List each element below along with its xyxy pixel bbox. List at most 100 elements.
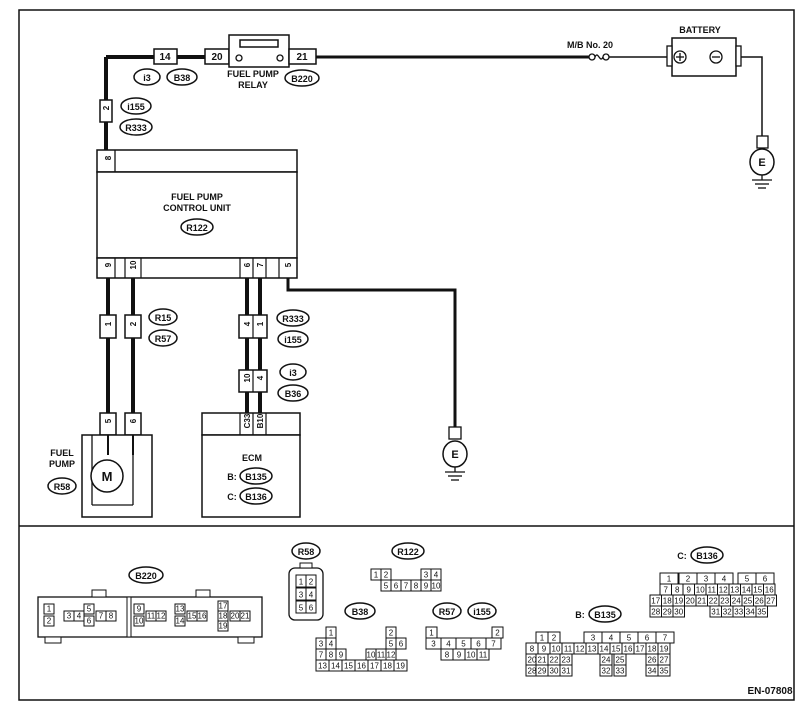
pin-number: 7 xyxy=(663,634,668,643)
fpcu-label-line1: FUEL PUMP xyxy=(171,192,223,202)
connector-id-label: B38 xyxy=(174,73,191,83)
pin-label: 10 xyxy=(243,373,252,382)
connector-id-label: B136 xyxy=(696,551,718,561)
pin-number: 8 xyxy=(109,612,114,621)
pin-number: 30 xyxy=(550,667,559,676)
pin-cell xyxy=(755,605,768,618)
pin-cell xyxy=(43,615,55,627)
pin-number: 32 xyxy=(723,608,732,617)
connector-id-label: R122 xyxy=(397,547,419,557)
ground-label: E xyxy=(451,449,458,461)
pin-number: 26 xyxy=(648,656,657,665)
connector-id-badge xyxy=(239,487,273,505)
pin-number: 2 xyxy=(309,578,314,587)
pin-number: 14 xyxy=(742,586,751,595)
pin-cell xyxy=(305,600,317,614)
pin-number: 5 xyxy=(461,640,466,649)
fuel-pump-relay: 20 21 xyxy=(204,34,317,68)
pin-cell xyxy=(672,605,685,618)
pin-number: 10 xyxy=(367,651,376,660)
fuse-icon xyxy=(588,53,610,61)
connector-id-label: B135 xyxy=(245,472,267,482)
pin-cell xyxy=(559,664,573,677)
connector-id-badge xyxy=(284,69,320,87)
pin-number: 23 xyxy=(720,597,729,606)
pin-number: 13 xyxy=(176,605,185,614)
pin-number: 10 xyxy=(467,651,476,660)
pin-number: 24 xyxy=(732,597,741,606)
pin-label: 9 xyxy=(104,262,113,267)
pin-number: 12 xyxy=(719,586,728,595)
pin-number: 25 xyxy=(743,597,752,606)
pin-number: 2 xyxy=(686,575,691,584)
connector-id-badge xyxy=(391,542,425,560)
fuel-pump-label-line1: FUEL xyxy=(50,448,74,458)
pin-number: 11 xyxy=(708,586,717,595)
pin-number: 17 xyxy=(651,597,660,606)
pin-number: 10 xyxy=(135,617,144,626)
pin-cell xyxy=(133,603,145,615)
pin-number: 15 xyxy=(188,612,197,621)
pin-number: 8 xyxy=(675,586,680,595)
pin-number: 12 xyxy=(576,645,585,654)
pin-number: 10 xyxy=(432,582,441,591)
pin-number: 5 xyxy=(745,575,750,584)
pin-number: 1 xyxy=(299,578,304,587)
pin-number: 14 xyxy=(176,617,185,626)
pin-label: 6 xyxy=(243,262,252,267)
pin-number: 11 xyxy=(147,612,156,621)
pin-number: 21 xyxy=(241,612,250,621)
pin-number: 1 xyxy=(540,634,545,643)
pin-number: 7 xyxy=(664,586,669,595)
ground-icon xyxy=(442,426,468,481)
connector-id-badge xyxy=(344,602,376,620)
pin-number: 6 xyxy=(645,634,650,643)
pin-number: 11 xyxy=(479,651,488,660)
pin-number: 15 xyxy=(612,645,621,654)
pin-number: 16 xyxy=(198,612,207,621)
pin-number: 17 xyxy=(370,662,379,671)
pin-number: 12 xyxy=(387,651,396,660)
pin-cell xyxy=(305,574,317,588)
connector-id-label: R57 xyxy=(155,334,172,344)
connector-id-label: B38 xyxy=(352,607,369,617)
pin-number: 3 xyxy=(591,634,596,643)
pin-number: 35 xyxy=(757,608,766,617)
pin-cell xyxy=(657,642,671,655)
pin-number: 26 xyxy=(755,597,764,606)
pin-number: 3 xyxy=(299,591,304,600)
connector-id-label: B136 xyxy=(245,492,267,502)
pin-number: 1 xyxy=(429,629,434,638)
pin-number: 4 xyxy=(77,612,82,621)
pin-number: 29 xyxy=(663,608,672,617)
prefix-label: C: xyxy=(227,492,237,502)
connector-id-badge xyxy=(148,308,178,326)
pin-number: 33 xyxy=(616,667,625,676)
connector-id-badge xyxy=(277,330,309,348)
pin-number: 9 xyxy=(457,651,462,660)
connector-id-label: R58 xyxy=(298,547,315,557)
pin-number: 9 xyxy=(542,645,547,654)
pin-number: 9 xyxy=(687,586,692,595)
pin-number: 6 xyxy=(399,640,404,649)
pin-cell xyxy=(485,637,502,650)
pin-number: 9 xyxy=(424,582,429,591)
relay-label-line1: FUEL PUMP xyxy=(227,69,279,79)
connector-id-badge xyxy=(128,566,164,584)
connector-id-badge xyxy=(239,467,273,485)
ground-icon xyxy=(749,135,775,189)
connector-id-badge xyxy=(276,309,310,327)
pin-cell xyxy=(764,594,777,607)
connector-id-badge xyxy=(180,218,214,236)
pin-number: 31 xyxy=(562,667,571,676)
pin-number: 34 xyxy=(746,608,755,617)
pin-number: 17 xyxy=(636,645,645,654)
pin-number: 10 xyxy=(696,586,705,595)
pin-number: 5 xyxy=(299,604,304,613)
connector-id-label: i155 xyxy=(284,335,302,345)
connector-id-label: R15 xyxy=(155,313,172,323)
pin-cell xyxy=(393,659,408,672)
pin-number: 3 xyxy=(431,640,436,649)
